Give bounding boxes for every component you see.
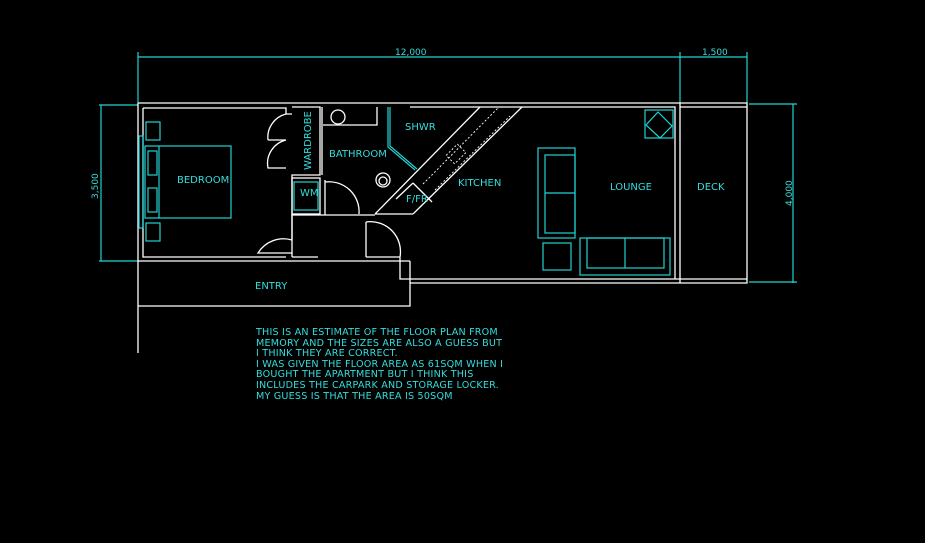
lounge-furniture — [537, 109, 674, 276]
label-washing-machine: WM — [300, 188, 319, 199]
armchair — [542, 242, 572, 271]
bedside-table-top — [145, 121, 161, 141]
note-line: INCLUDES THE CARPARK AND STORAGE LOCKER. — [256, 379, 499, 391]
bedroom-furniture — [138, 121, 319, 242]
note-line: MY GUESS IS THAT THE AREA IS 50SQM — [256, 390, 453, 402]
note-line: BOUGHT THE APARTMENT BUT I THINK THIS — [256, 369, 474, 381]
note-line: I THINK THEY ARE CORRECT. — [256, 348, 398, 360]
label-bedroom: BEDROOM — [177, 175, 229, 186]
washing-machine — [293, 181, 319, 211]
label-bathroom: BATHROOM — [329, 149, 387, 160]
bed — [144, 145, 232, 219]
note-line: I WAS GIVEN THE FLOOR AREA AS 61SQM WHEN… — [256, 358, 504, 370]
label-wardrobe: WARDROBE — [303, 111, 314, 170]
label-deck: DECK — [697, 182, 725, 193]
dimension-deck-length: 1,500 — [702, 48, 728, 58]
shower-screen — [387, 107, 418, 171]
dimension-lounge-width: 4,000 — [785, 180, 795, 206]
dimension-bedroom-width: 3,500 — [91, 173, 101, 199]
dimension-lines — [99, 52, 797, 283]
tv-unit — [644, 109, 674, 139]
kitchen-dashed — [422, 107, 511, 191]
label-kitchen: KITCHEN — [458, 178, 501, 189]
note-line: THIS IS AN ESTIMATE OF THE FLOOR PLAN FR… — [256, 327, 498, 338]
label-fridge: F/FR — [406, 194, 428, 205]
walls — [137, 102, 748, 353]
plan-note: THIS IS AN ESTIMATE OF THE FLOOR PLAN FR… — [256, 327, 504, 402]
bedside-table-bottom — [145, 222, 161, 242]
label-shower: SHWR — [405, 122, 436, 133]
label-lounge: LOUNGE — [610, 182, 652, 193]
dimension-total-length: 12,000 — [395, 48, 427, 58]
label-entry: ENTRY — [255, 281, 288, 292]
note-line: MEMORY AND THE SIZES ARE ALSO A GUESS BU… — [256, 337, 503, 349]
